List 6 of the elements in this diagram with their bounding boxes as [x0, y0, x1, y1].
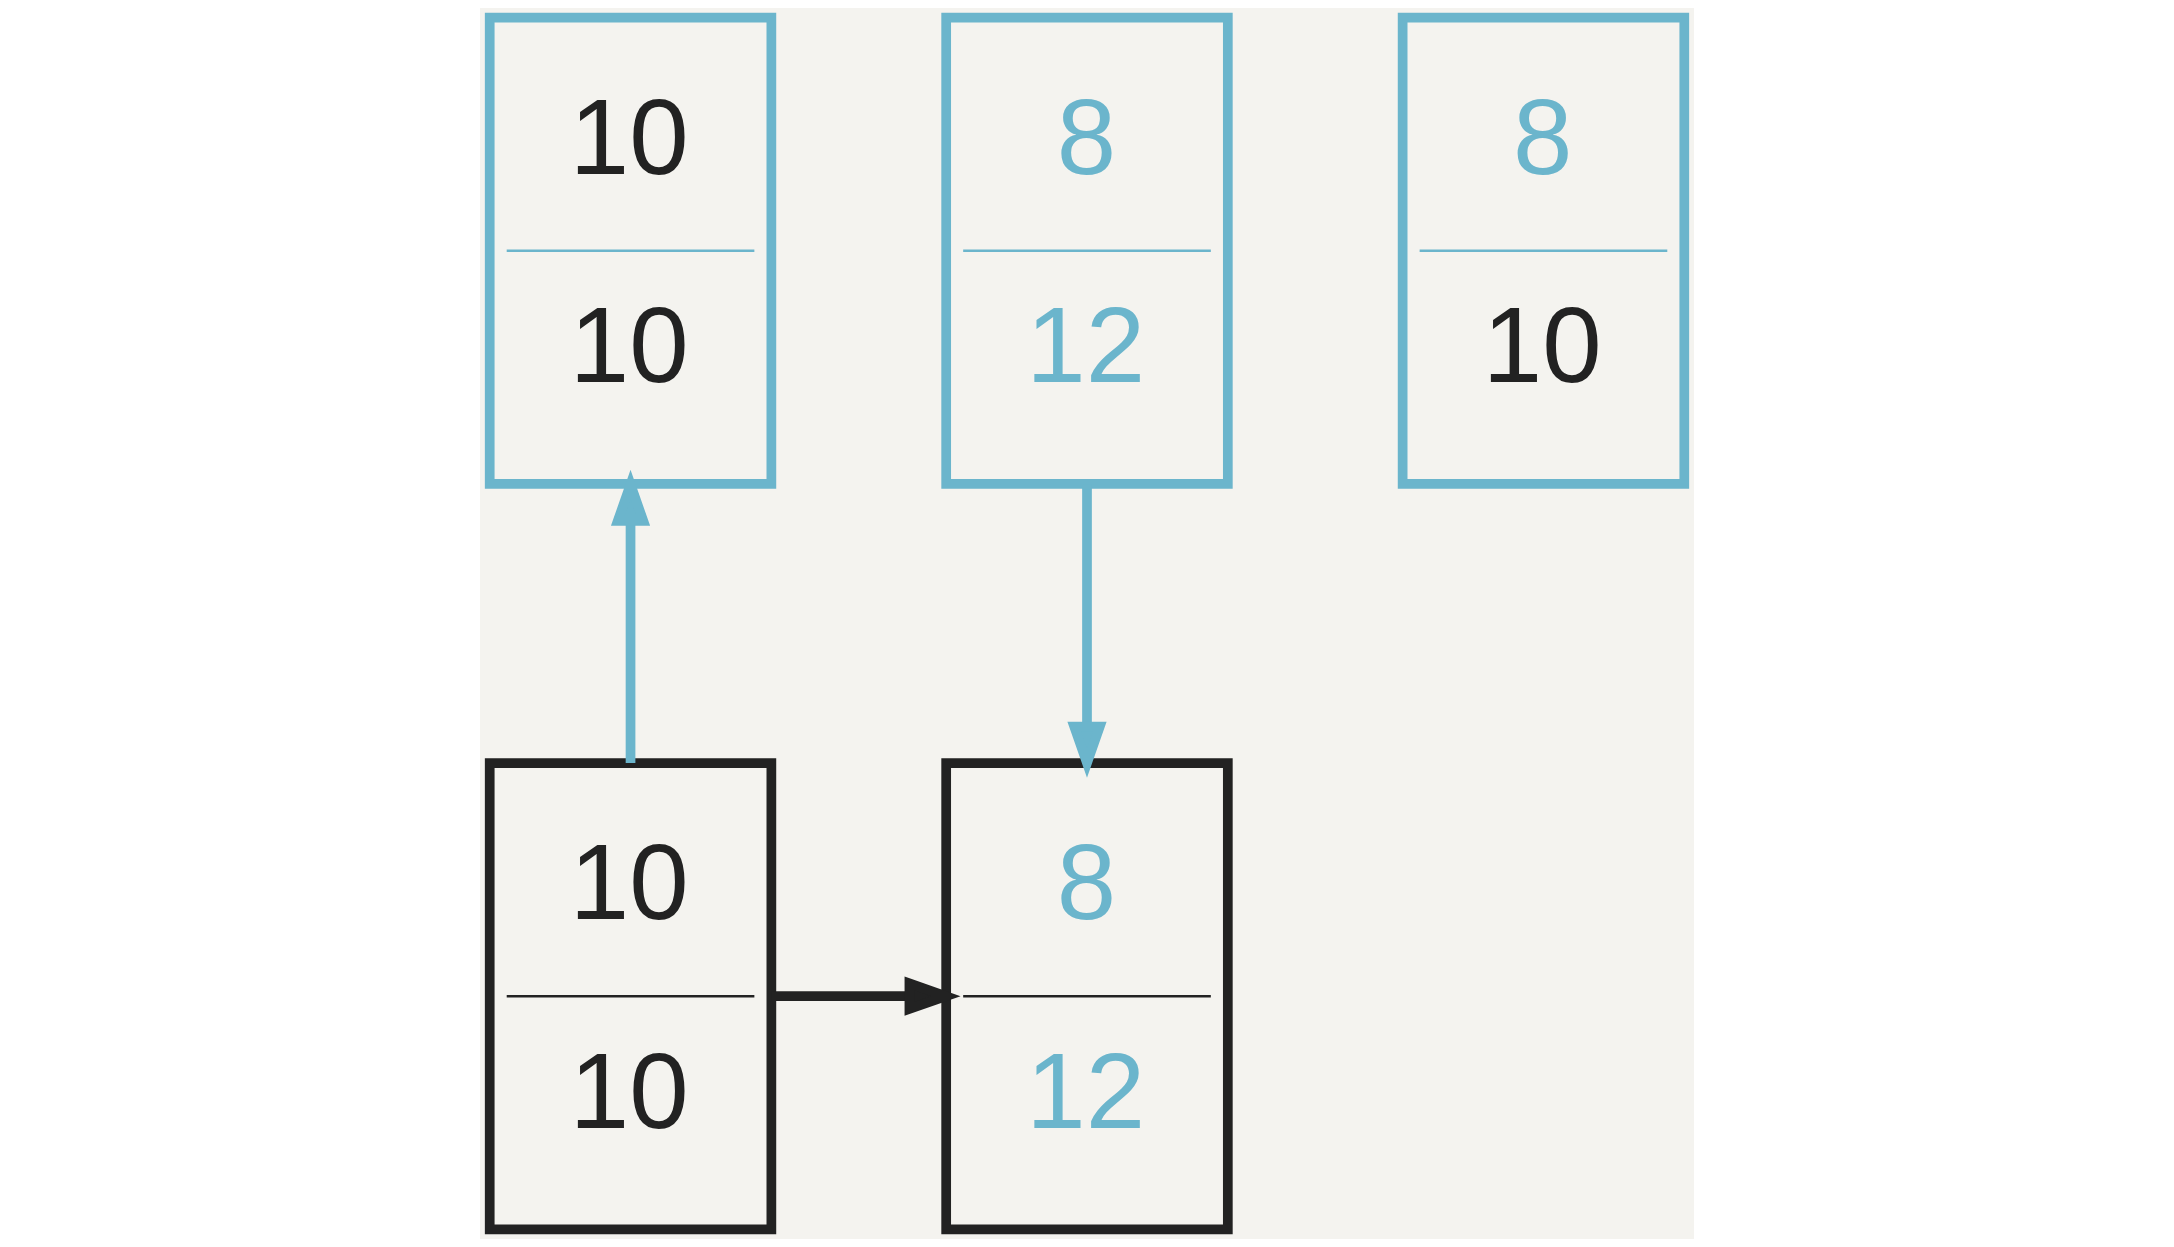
- node-box: 8 12: [941, 758, 1233, 1235]
- arrow: [610, 469, 651, 763]
- node-box: 10 10: [484, 12, 777, 489]
- node-box: 8 10: [1397, 12, 1690, 489]
- node-box: 8 12: [941, 12, 1233, 489]
- node-box: 10 10: [484, 758, 777, 1235]
